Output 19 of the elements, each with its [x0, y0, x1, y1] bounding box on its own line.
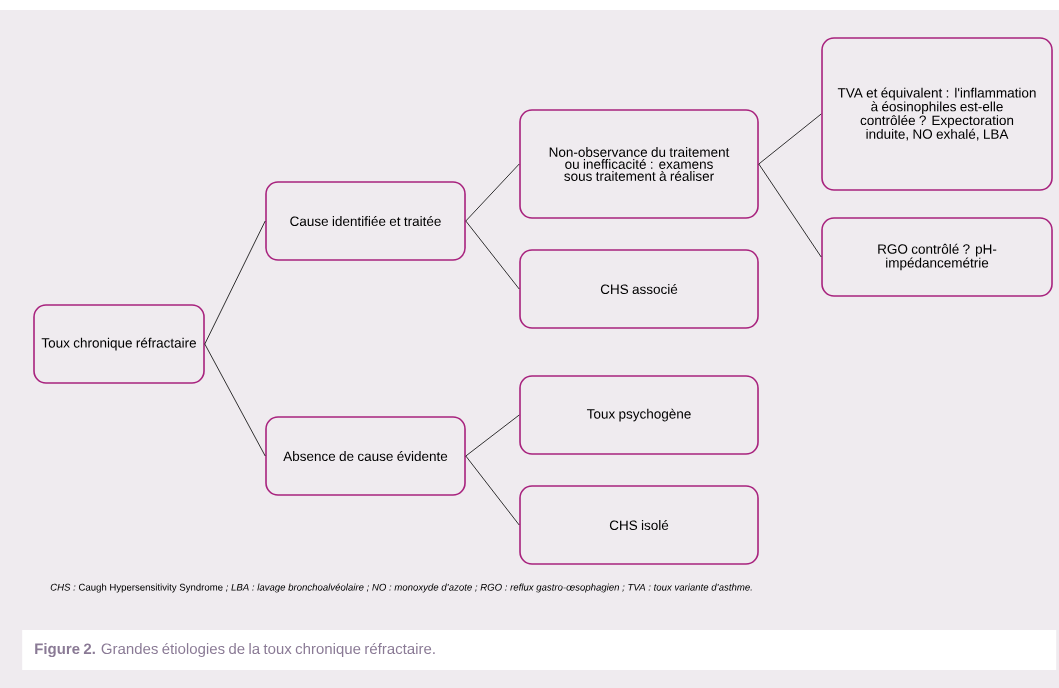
- connector-line: [758, 163, 822, 258]
- connector-line: [465, 220, 520, 290]
- process-box: TVA et équivalent : l'inflammation à éosinophiles est-elle contrôlée ? Expectoration induite, NO exhalé, LBA: [821, 37, 1053, 191]
- process-box: CHS associé: [519, 249, 759, 329]
- process-box: CHS isolé: [519, 485, 759, 565]
- connector-line: [465, 163, 520, 222]
- connector-line: [204, 220, 266, 345]
- process-box: Non-observance du traitement ou inefficacité : examens sous traitement à réaliser: [519, 109, 759, 219]
- connector-line: [465, 414, 520, 457]
- process-box: Toux psychogène: [519, 375, 759, 455]
- connector-line: [465, 455, 520, 526]
- connector-line: [758, 113, 822, 165]
- process-box: Toux chronique réfractaire: [33, 304, 205, 384]
- connector-line: [204, 343, 266, 457]
- process-box: Cause identifiée et traitée: [265, 181, 466, 261]
- caption-band: Figure 2. Grandes étiologies de la toux chronique réfractaire.: [22, 630, 1057, 670]
- process-box: RGO contrôlé ? pH-impédancemétrie: [821, 217, 1053, 297]
- abbreviation-note: CHS : Caugh Hypersensitivity Syndrome ; LBA : lavage bronchoalvéolaire ; NO : monoxyde d’azote ; RGO : reflux gastro-œsophagien ; TVA : toux variante d’asthme.: [50, 583, 752, 593]
- process-box: Absence de cause évidente: [265, 416, 466, 496]
